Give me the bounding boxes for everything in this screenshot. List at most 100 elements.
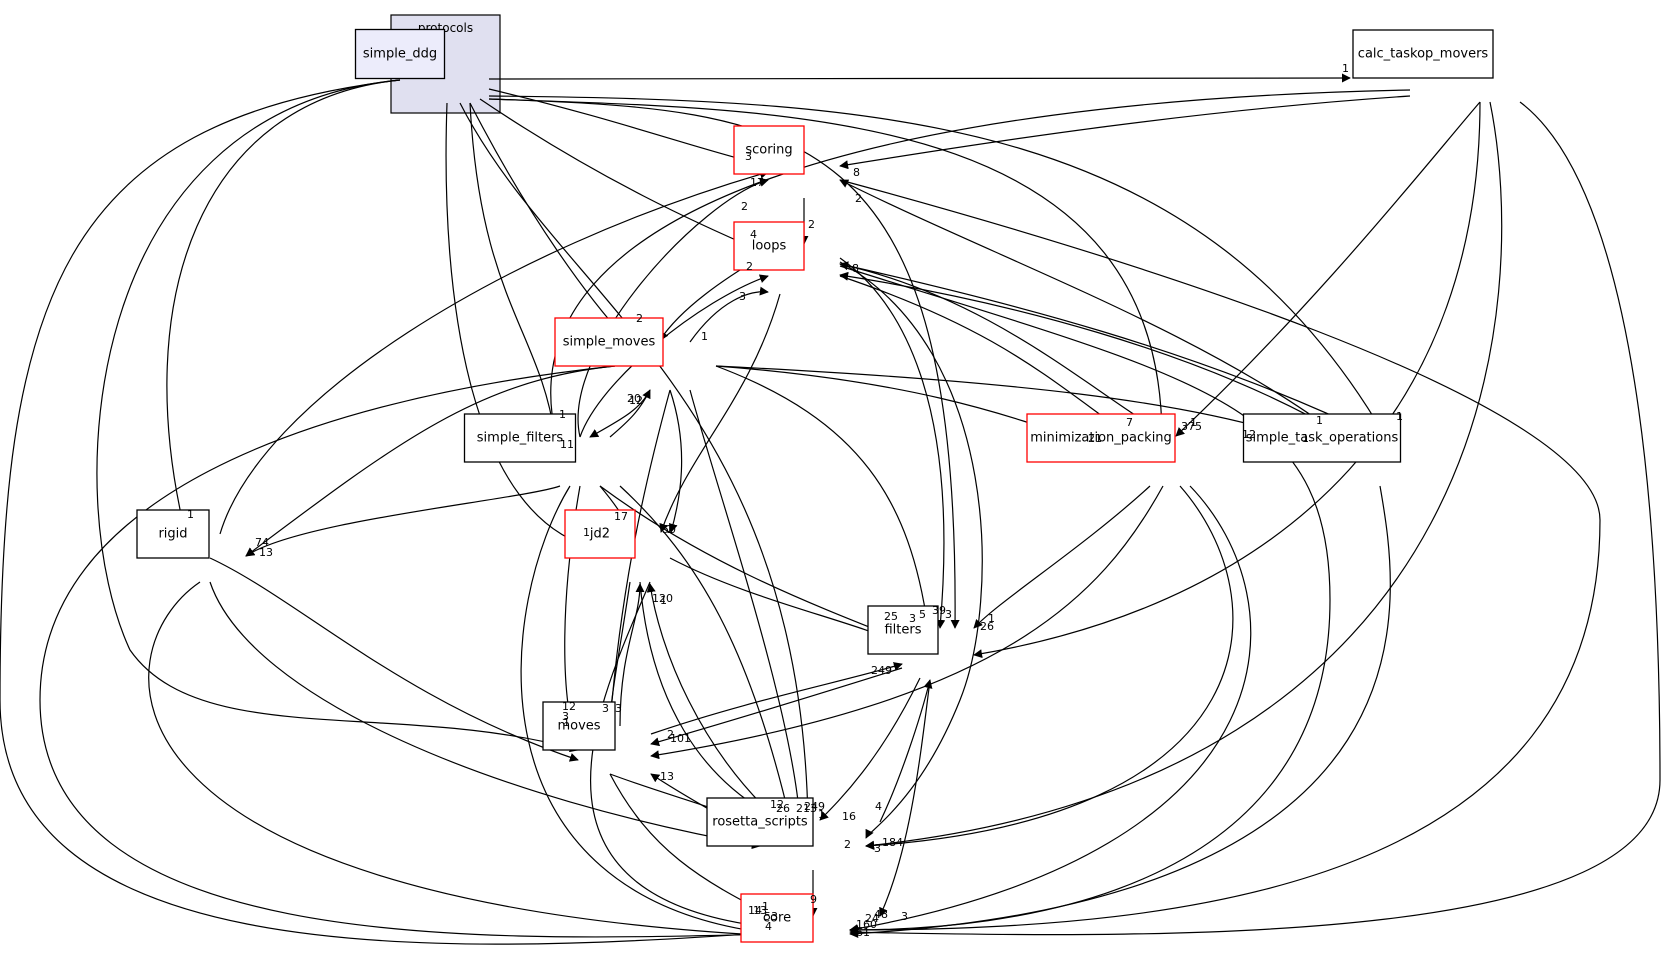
- edge-label: 1: [187, 508, 194, 521]
- dependency-edge: [865, 485, 1234, 850]
- node-scoring[interactable]: scoring: [733, 125, 805, 175]
- edge-label: 1: [559, 408, 566, 421]
- dependency-edge: [520, 485, 777, 938]
- dependency-edge: [650, 667, 903, 747]
- node-simple-moves[interactable]: simple_moves: [554, 317, 664, 367]
- node-minimization-packing[interactable]: minimization_packing: [1026, 413, 1176, 463]
- dependency-edge: [839, 265, 1331, 935]
- dependency-edge: [865, 101, 1503, 850]
- node-simple-task-operations[interactable]: simple_task_operations: [1242, 413, 1402, 463]
- edge-label: 3: [745, 150, 752, 163]
- edge-label: 2: [808, 218, 815, 231]
- dependency-edge: [488, 73, 1351, 83]
- node-calc-taskop-movers[interactable]: calc_taskop_movers: [1352, 29, 1494, 79]
- edge-label: 7: [1126, 416, 1133, 429]
- dependency-edge: [839, 257, 946, 629]
- node-box: [1352, 29, 1494, 79]
- dependency-edge: [668, 389, 683, 533]
- node-label: simple_ddg: [363, 47, 437, 62]
- node-label: scoring: [745, 143, 792, 158]
- edge-label: 101: [670, 732, 691, 745]
- node-simple-filters[interactable]: simple_filters: [463, 413, 577, 463]
- edge-label: 213: [796, 802, 817, 815]
- node-label: minimization_packing: [1030, 431, 1172, 446]
- edge-label: 3: [874, 842, 881, 855]
- dependency-edge: [96, 79, 579, 753]
- edge-label: 2: [636, 312, 643, 325]
- node-box: [733, 125, 805, 175]
- node-moves[interactable]: moves: [542, 701, 616, 751]
- dependency-edge: [599, 485, 903, 642]
- edge-layer: [0, 73, 1661, 945]
- edge-label: 53: [764, 910, 778, 923]
- edge-label: 1: [701, 330, 708, 343]
- dependency-edge: [148, 581, 777, 941]
- edge-label: 26: [776, 802, 790, 815]
- edge-label: 74: [255, 536, 269, 549]
- dependency-edge: [1175, 101, 1481, 437]
- edge-label: 9: [810, 893, 817, 906]
- edge-label: 8: [852, 262, 859, 275]
- dependency-edge: [879, 679, 933, 823]
- edge-label: 39: [932, 604, 946, 617]
- edge-label: 1: [988, 612, 995, 625]
- node-box: [733, 221, 805, 271]
- node-jd2[interactable]: jd2: [564, 509, 636, 559]
- edge-label: 3: [909, 612, 916, 625]
- dependency-edge: [839, 271, 1346, 437]
- edge-label: 12: [562, 700, 576, 713]
- edge-label: 1: [762, 900, 769, 913]
- dependency-edge: [839, 179, 1341, 437]
- edge-label: 4: [765, 920, 772, 933]
- edge-label: 3: [945, 608, 952, 621]
- dependency-edge: [973, 101, 1481, 659]
- edge-label: 11: [560, 438, 574, 451]
- dependency-edge: [715, 365, 932, 629]
- edge-label: 17: [614, 510, 628, 523]
- dependency-edge: [469, 102, 627, 340]
- node-rigid[interactable]: rigid: [136, 509, 210, 559]
- node-box: [1242, 413, 1402, 463]
- dependency-edge: [646, 583, 781, 823]
- node-core[interactable]: core: [740, 893, 814, 943]
- node-filters[interactable]: filters: [867, 605, 939, 655]
- edge-label: 50: [662, 523, 676, 536]
- dependency-edge: [219, 169, 769, 535]
- edge-label: 2: [746, 260, 753, 273]
- edge-label: 2: [741, 200, 748, 213]
- edge-label: 20: [627, 392, 641, 405]
- edge-label: 184: [882, 836, 903, 849]
- edge-label: 12: [1242, 428, 1256, 441]
- edge-label: 249: [871, 664, 892, 677]
- dependency-edge: [839, 95, 1411, 170]
- edge-label: 1: [563, 716, 570, 729]
- dependency-edge: [849, 485, 1252, 934]
- node-simple-ddg[interactable]: simple_ddg: [354, 28, 446, 80]
- edge-label: 2: [667, 728, 674, 741]
- edge-label: 2: [855, 192, 862, 205]
- node-box: [554, 317, 664, 367]
- edge-label: 12: [770, 798, 784, 811]
- dependency-edge: [839, 179, 1601, 935]
- edge-label: 4: [875, 800, 882, 813]
- edge-label: 1: [1342, 62, 1349, 75]
- node-label: rosetta_scripts: [712, 815, 808, 830]
- edge-label: 1: [660, 594, 667, 607]
- dependency-edge: [39, 365, 777, 939]
- dependency-edge: [166, 79, 401, 533]
- edge-label: 61: [856, 926, 870, 939]
- node-rosetta-scripts[interactable]: rosetta_scripts: [706, 797, 814, 847]
- node-label: simple_moves: [563, 335, 656, 350]
- node-loops[interactable]: loops: [733, 221, 805, 271]
- node-label: simple_filters: [477, 431, 564, 446]
- node-box: [354, 28, 446, 80]
- dependency-edge: [469, 102, 559, 438]
- edge-label: 3: [739, 290, 746, 303]
- edge-label: 1: [1396, 410, 1403, 423]
- dependency-edge: [689, 389, 804, 821]
- dependency-edge: [609, 389, 651, 438]
- node-label: moves: [557, 719, 600, 734]
- edge-label: 16: [842, 810, 856, 823]
- edge-label: 3: [615, 702, 622, 715]
